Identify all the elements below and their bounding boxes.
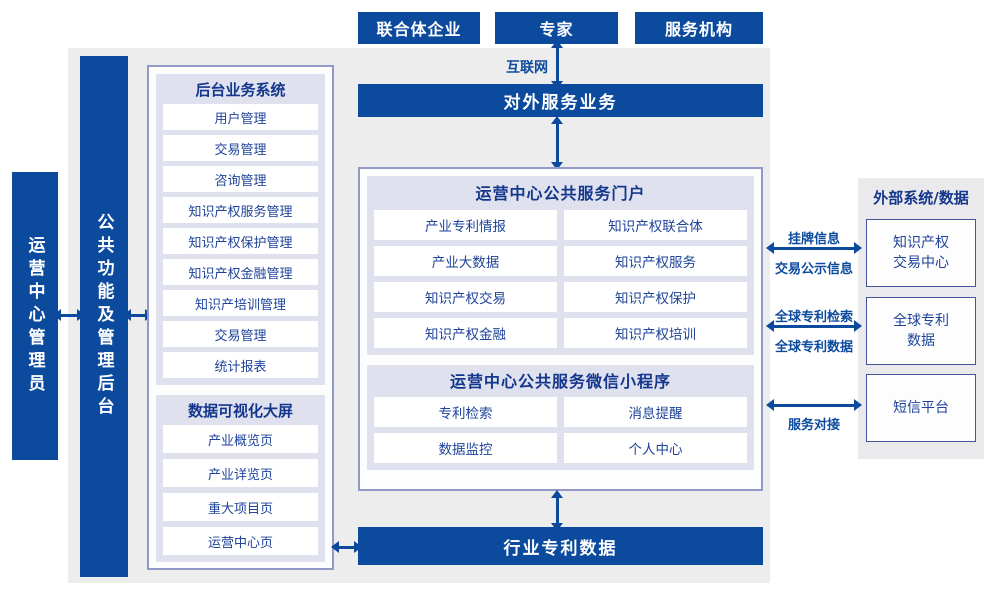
actor-service-agency: 服务机构	[635, 12, 763, 44]
list-item: 产业概览页	[163, 425, 318, 453]
rail-label: 公共功能及管理后台	[93, 213, 114, 420]
list-item: 产业详览页	[163, 459, 318, 487]
grid-item: 知识产权培训	[564, 318, 747, 348]
link-label-global-patent-search: 全球专利检索	[774, 310, 853, 325]
box-line: 知识产权	[893, 234, 949, 251]
external-box-ip-exchange: 知识产权 交易中心	[866, 219, 976, 287]
arrow-ip-exchange-icon	[766, 242, 862, 254]
list-item: 交易管理	[163, 321, 318, 347]
arrow-backend-panel-icon	[123, 309, 153, 321]
arrow-sms-service-icon	[766, 399, 862, 411]
grid-item: 知识产权联合体	[564, 210, 747, 240]
miniprogram-grid: 专利检索 消息提醒 数据监控 个人中心	[374, 397, 747, 463]
public-service-portal-block: 运营中心公共服务门户 产业专利情报 知识产权联合体 产业大数据 知识产权服务 知…	[367, 176, 754, 355]
rail-public-function-backend: 公共功能及管理后台	[80, 56, 128, 577]
box-line: 短信平台	[893, 399, 949, 416]
arrow-portal-industry-icon	[551, 490, 563, 531]
data-visualization-title: 数据可视化大屏	[187, 402, 293, 420]
box-line: 数据	[907, 333, 935, 349]
link-label-trade-publicity: 交易公示信息	[774, 262, 853, 277]
actor-label: 服务机构	[664, 20, 733, 39]
data-visualization-block: 数据可视化大屏 产业概览页 产业详览页 重大项目页 运营中心页	[156, 395, 325, 562]
portal-grid: 产业专利情报 知识产权联合体 产业大数据 知识产权服务 知识产权交易 知识产权保…	[374, 210, 747, 348]
actor-expert: 专家	[495, 12, 618, 44]
arrow-dashboard-industry-icon	[331, 541, 362, 553]
left-panel: 后台业务系统 用户管理 交易管理 咨询管理 知识产权服务管理 知识产权保护管理 …	[147, 65, 334, 570]
internet-label: 互联网	[506, 60, 548, 76]
arrow-service-portal-icon	[551, 116, 563, 170]
list-item: 咨询管理	[163, 166, 318, 192]
bar-label: 对外服务业务	[503, 93, 618, 113]
list-item: 运营中心页	[163, 527, 318, 555]
wechat-miniprogram-block: 运营中心公共服务微信小程序 专利检索 消息提醒 数据监控 个人中心	[367, 365, 754, 470]
box-line: 交易中心	[893, 255, 949, 271]
external-box-global-patent-data: 全球专利 数据	[866, 297, 976, 365]
bar-label: 行业专利数据	[503, 538, 618, 559]
grid-item: 专利检索	[374, 397, 557, 427]
list-item: 知识产权服务管理	[163, 197, 318, 223]
link-label-global-patent-data: 全球专利数据	[774, 340, 853, 355]
actor-label: 专家	[539, 20, 574, 39]
grid-item: 知识产权保护	[564, 282, 747, 312]
grid-item: 知识产权交易	[374, 282, 557, 312]
external-systems-panel: 外部系统/数据 知识产权 交易中心 全球专利 数据 短信平台	[858, 178, 984, 459]
external-box-sms-platform: 短信平台	[866, 374, 976, 442]
public-service-portal-title: 运营中心公共服务门户	[475, 184, 646, 203]
list-item: 知识产权保护管理	[163, 228, 318, 254]
list-item: 用户管理	[163, 104, 318, 130]
box-line: 全球专利	[893, 312, 949, 329]
wechat-miniprogram-title: 运营中心公共服务微信小程序	[449, 372, 671, 391]
arrow-global-patent-icon	[766, 320, 862, 332]
arrow-admin-backend-icon	[53, 309, 85, 321]
list-item: 知识产培训管理	[163, 290, 318, 316]
grid-item: 产业专利情报	[374, 210, 557, 240]
backend-system-block: 后台业务系统 用户管理 交易管理 咨询管理 知识产权服务管理 知识产权保护管理 …	[156, 74, 325, 385]
center-panel: 运营中心公共服务门户 产业专利情报 知识产权联合体 产业大数据 知识产权服务 知…	[358, 167, 763, 491]
rail-label: 运营中心管理员	[24, 235, 45, 397]
grid-item: 知识产权服务	[564, 246, 747, 276]
data-visualization-list: 产业概览页 产业详览页 重大项目页 运营中心页	[163, 425, 318, 555]
list-item: 交易管理	[163, 135, 318, 161]
backend-system-list: 用户管理 交易管理 咨询管理 知识产权服务管理 知识产权保护管理 知识产权金融管…	[163, 104, 318, 378]
industry-patent-data-bar: 行业专利数据	[358, 527, 763, 565]
grid-item: 数据监控	[374, 433, 557, 463]
list-item: 统计报表	[163, 352, 318, 378]
link-label-listing-info: 挂牌信息	[787, 232, 840, 247]
grid-item: 知识产权金融	[374, 318, 557, 348]
grid-item: 个人中心	[564, 433, 747, 463]
actor-label: 联合体企业	[376, 20, 462, 39]
external-service-bar: 对外服务业务	[358, 84, 763, 117]
grid-item: 消息提醒	[564, 397, 747, 427]
arrow-internet-icon	[551, 40, 563, 89]
actor-consortium-enterprise: 联合体企业	[358, 12, 480, 44]
rail-operation-center-admin: 运营中心管理员	[12, 172, 58, 460]
grid-item: 产业大数据	[374, 246, 557, 276]
backend-system-title: 后台业务系统	[195, 81, 286, 99]
external-systems-title: 外部系统/数据	[873, 189, 969, 207]
list-item: 重大项目页	[163, 493, 318, 521]
link-label-service-connect: 服务对接	[787, 418, 840, 433]
list-item: 知识产权金融管理	[163, 259, 318, 285]
